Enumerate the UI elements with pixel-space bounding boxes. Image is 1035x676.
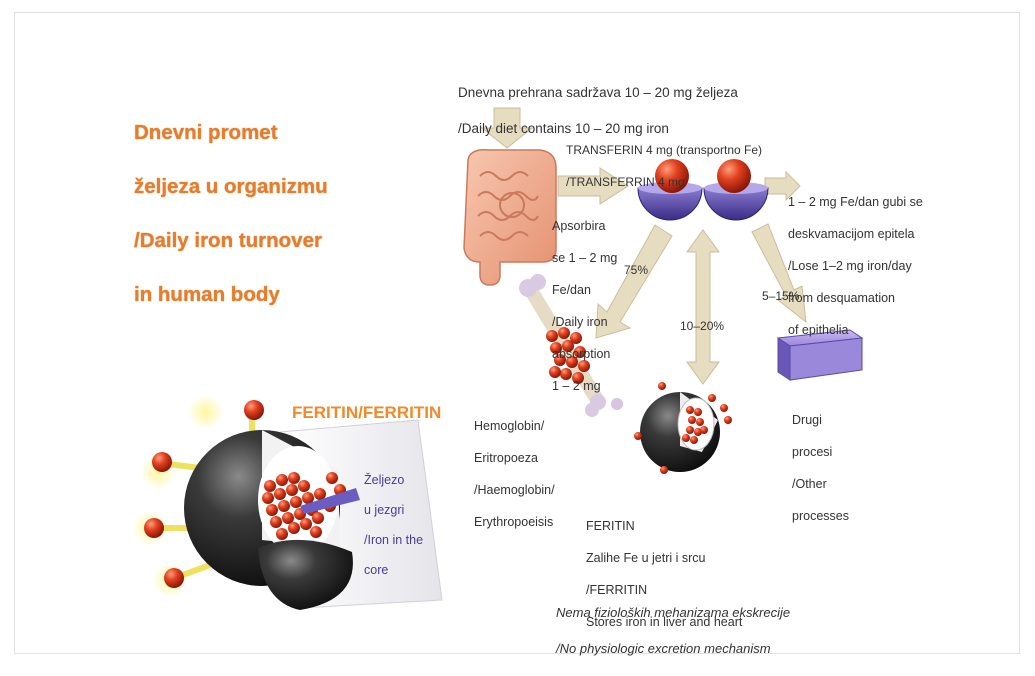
other-line: /Other: [792, 476, 849, 492]
ferritin-percent: 10–20%: [680, 318, 724, 334]
absorption-label: Apsorbira se 1 – 2 mg Fe/dan /Daily iron…: [552, 202, 617, 410]
hemoglobin-percent: 75%: [624, 262, 648, 278]
intestine-icon: [464, 150, 556, 285]
title-line: željeza u organizmu: [134, 173, 328, 200]
transferrin-line: TRANSFERIN 4 mg (transportno Fe): [566, 142, 762, 158]
absorption-line: absorption: [552, 346, 617, 362]
excretion-line: Nema fizioloških mehanizama ekskrecije: [556, 604, 790, 622]
other-line: processes: [792, 508, 849, 524]
loss-line: deskvamacijom epitela: [788, 226, 923, 242]
hemoglobin-label: Hemoglobin/ Eritropoeza /Haemoglobin/ Er…: [474, 402, 555, 546]
loss-line: from desquamation: [788, 290, 923, 306]
ferritin-heading: FERITIN/FERRITIN: [292, 405, 441, 421]
loss-line: /Lose 1–2 mg iron/day: [788, 258, 923, 274]
excretion-line: /No physiologic excretion mechanism: [556, 640, 790, 658]
diet-line: Dnevna prehrana sadržava 10 – 20 mg želj…: [458, 84, 738, 102]
other-processes-label: Drugi procesi /Other processes: [792, 396, 849, 540]
transferrin-label: TRANSFERIN 4 mg (transportno Fe) /TRANSF…: [566, 126, 762, 206]
absorption-line: /Daily iron: [552, 314, 617, 330]
desquamation-loss-label: 1 – 2 mg Fe/dan gubi se deskvamacijom ep…: [788, 178, 923, 354]
title-line: in human body: [134, 281, 328, 308]
excretion-note: Nema fizioloških mehanizama ekskrecije /…: [556, 586, 790, 676]
loss-line: 1 – 2 mg Fe/dan gubi se: [788, 194, 923, 210]
absorption-line: Fe/dan: [552, 282, 617, 298]
other-percent: 5–15%: [762, 288, 799, 304]
core-line: /Iron in the: [364, 533, 423, 548]
transferrin-line: /TRANSFERRIN 4 mg: [566, 174, 762, 190]
hemoglobin-line: Eritropoeza: [474, 450, 555, 466]
ferritin-double-arrow: [687, 230, 719, 384]
other-line: procesi: [792, 444, 849, 460]
hemoglobin-line: Hemoglobin/: [474, 418, 555, 434]
core-line: u jezgri: [364, 503, 423, 518]
title-line: /Daily iron turnover: [134, 227, 328, 254]
hemoglobin-line: Erythropoeisis: [474, 514, 555, 530]
absorption-line: Apsorbira: [552, 218, 617, 234]
absorption-line: 1 – 2 mg: [552, 378, 617, 394]
hemoglobin-line: /Haemoglobin/: [474, 482, 555, 498]
stores-line: Zalihe Fe u jetri i srcu: [586, 550, 742, 566]
ferritin-stores-sphere-icon: [634, 382, 732, 474]
absorption-line: se 1 – 2 mg: [552, 250, 617, 266]
iron-core-label: Željezo u jezgri /Iron in the core: [364, 458, 423, 593]
loss-line: of epithelia: [788, 322, 923, 338]
stores-line: FERITIN: [586, 518, 742, 534]
title-line: Dnevni promet: [134, 119, 328, 146]
core-line: core: [364, 563, 423, 578]
diagram-title: Dnevni promet željeza u organizmu /Daily…: [134, 92, 328, 335]
other-line: Drugi: [792, 412, 849, 428]
core-line: Željezo: [364, 473, 423, 488]
